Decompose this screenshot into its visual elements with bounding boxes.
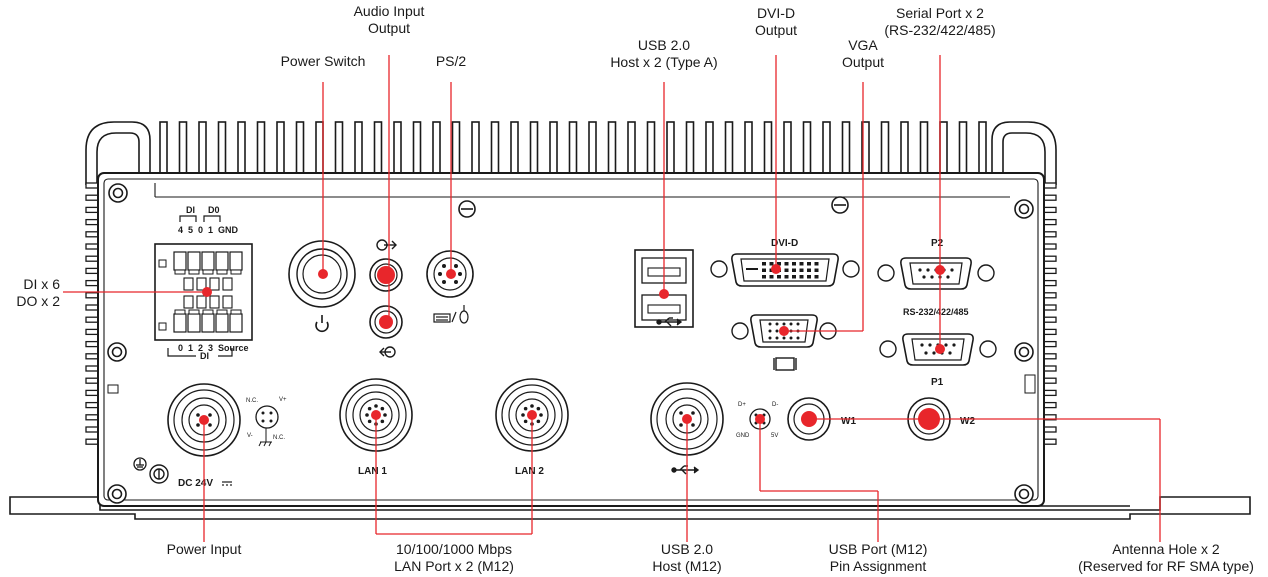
callout-markers xyxy=(199,264,945,430)
callout-usb-m12-line1: USB 2.0 xyxy=(660,541,714,557)
callout-usb-pin: USB Port (M12) Pin Assignment xyxy=(829,541,928,575)
dio-bottom-pin-labels: 0 1 2 3 Source xyxy=(178,343,249,353)
power-nc1-label: N.C. xyxy=(246,398,258,404)
screw-mid-left xyxy=(107,342,127,362)
serial-ports: P2 RS-232/422/485 P1 xyxy=(877,238,997,388)
dio-bottom-di-label: DI xyxy=(200,351,209,361)
power-nc2-label: N.C. xyxy=(273,435,285,441)
callout-vga-line1: VGA xyxy=(848,37,878,53)
callout-serial-line1: Serial Port x 2 xyxy=(896,5,984,21)
dc-symbol-icon xyxy=(222,481,232,486)
lan1-label: LAN 1 xyxy=(358,466,387,477)
dvi-panel-label: DVI-D xyxy=(771,238,798,249)
callout-lan: 10/100/1000 Mbps LAN Port x 2 (M12) xyxy=(394,541,514,575)
callout-vga: VGA Output xyxy=(842,37,884,71)
callout-power-input: Power Input xyxy=(166,541,242,557)
audio-in-icon xyxy=(379,346,396,358)
dio-top-pin-labels: 4 5 0 1 GND xyxy=(178,225,239,235)
callout-dio-line1: DI x 6 xyxy=(23,276,60,292)
power-vplus-label: V+ xyxy=(279,397,287,403)
dio-do-header: D0 xyxy=(208,205,220,215)
power-pin-diagram: N.C. V+ V- N.C. xyxy=(246,397,287,447)
callout-dvi-line1: DVI-D xyxy=(756,5,796,21)
screws xyxy=(107,183,1034,504)
lan2-label: LAN 2 xyxy=(515,466,544,477)
antenna-w1-label: W1 xyxy=(841,416,856,427)
callout-lan-line1: 10/100/1000 Mbps xyxy=(396,541,512,557)
callout-usb-m12-line2: Host (M12) xyxy=(652,558,722,574)
right-handle xyxy=(991,121,1057,185)
usb-gnd-label: GND xyxy=(736,433,750,439)
callout-antenna: Antenna Hole x 2 (Reserved for RF SMA ty… xyxy=(1078,541,1254,575)
callout-serial: Serial Port x 2 (RS-232/422/485) xyxy=(884,5,995,39)
callout-dvi: DVI-D Output xyxy=(755,5,797,39)
dio-di-header: DI xyxy=(186,205,195,215)
callout-usb-host-a-line1: USB 2.0 xyxy=(637,37,691,53)
serial-rs-label: RS-232/422/485 xyxy=(903,307,969,317)
usb-icon xyxy=(671,465,700,475)
screw-mid-right xyxy=(1014,342,1034,362)
usb-icon xyxy=(656,317,683,327)
screw-bottom-left xyxy=(107,484,127,504)
usb-5v-label: 5V xyxy=(771,433,778,439)
callout-usb-pin-line1: USB Port (M12) xyxy=(828,541,928,557)
callout-usb-m12: USB 2.0 Host (M12) xyxy=(652,541,721,575)
screw-top-dvi xyxy=(831,196,849,214)
callout-usb-host-a: USB 2.0 Host x 2 (Type A) xyxy=(610,37,717,71)
serial-p1-label: P1 xyxy=(931,377,944,388)
callout-antenna-line1: Antenna Hole x 2 xyxy=(1112,541,1220,557)
callout-dio-line2: DO x 2 xyxy=(16,293,60,309)
callout-usb-pin-line2: Pin Assignment xyxy=(829,558,927,574)
callout-dio: DI x 6 DO x 2 xyxy=(16,276,60,310)
dc-24v-label: DC 24V xyxy=(178,478,213,489)
usb-dminus-label: D- xyxy=(772,402,778,408)
callout-antenna-line2: (Reserved for RF SMA type) xyxy=(1078,558,1254,574)
ground-screw-icon xyxy=(149,464,169,484)
power-vminus-label: V- xyxy=(247,433,253,439)
power-symbol-icon xyxy=(315,315,329,333)
heatsink-fins xyxy=(159,121,987,185)
callout-power-switch: Power Switch xyxy=(280,53,366,69)
chassis-ground-icon xyxy=(258,428,272,447)
callout-audio: Audio Input Output xyxy=(354,3,425,37)
earth-ground-icon xyxy=(133,457,147,471)
screw-top-right xyxy=(1014,199,1034,219)
callout-ps2: PS/2 xyxy=(435,53,467,69)
callout-audio-line2: Output xyxy=(367,20,411,36)
callout-dvi-line2: Output xyxy=(754,22,798,38)
antenna-w2-label: W2 xyxy=(960,416,975,427)
monitor-icon xyxy=(773,357,797,371)
callout-lan-line2: LAN Port x 2 (M12) xyxy=(394,558,514,574)
callout-leaders xyxy=(63,55,1161,542)
screw-top-left xyxy=(108,183,128,203)
dvi-d-port: DVI-D xyxy=(710,238,860,287)
usb-dplus-label: D+ xyxy=(738,402,746,408)
callout-vga-line2: Output xyxy=(841,54,885,70)
audio-out-icon xyxy=(376,239,397,251)
callout-usb-host-a-line2: Host x 2 (Type A) xyxy=(610,54,718,70)
callout-serial-line2: (RS-232/422/485) xyxy=(884,22,996,38)
callout-audio-line1: Audio Input xyxy=(353,3,425,19)
keyboard-mouse-icon xyxy=(433,305,469,324)
serial-p2-label: P2 xyxy=(931,238,944,249)
left-handle xyxy=(85,121,151,185)
screw-top-center xyxy=(458,200,476,218)
screw-bottom-right xyxy=(1014,484,1034,504)
